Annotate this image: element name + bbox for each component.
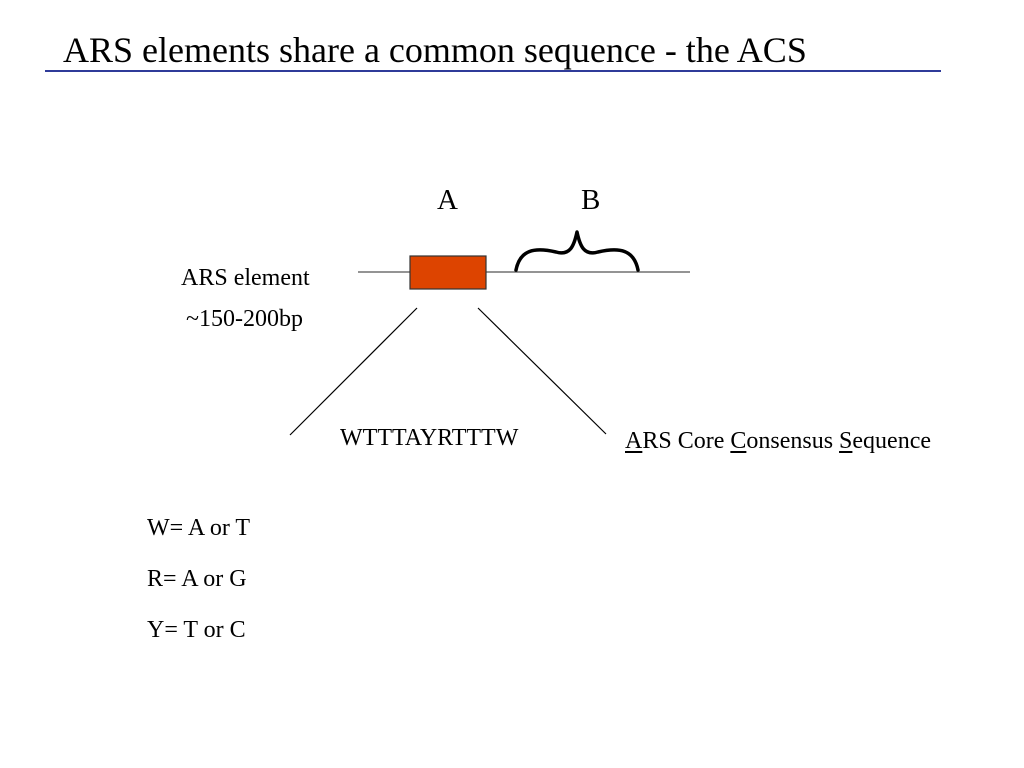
acs-text-equence: equence xyxy=(852,428,932,454)
acs-letter-s: S xyxy=(839,428,853,454)
legend-r: R= A or G xyxy=(147,566,247,592)
ars-element-size: ~150-200bp xyxy=(186,306,303,332)
legend-y: Y= T or C xyxy=(147,617,246,643)
ars-element-label: ARS element xyxy=(181,265,310,291)
title-underline xyxy=(45,70,941,72)
acs-expansion-label: ARS Core Consensus Sequence xyxy=(625,427,931,455)
domain-a-label: A xyxy=(437,184,458,216)
domain-b-label: B xyxy=(581,184,601,216)
expansion-line-left xyxy=(289,307,418,436)
acs-text-rs-core: RS Core xyxy=(642,428,731,454)
legend-w: W= A or T xyxy=(147,515,251,541)
acs-letter-a: A xyxy=(625,428,643,454)
acs-text-onsensus: onsensus xyxy=(746,428,840,454)
consensus-sequence: WTTTAYRTTTW xyxy=(340,425,519,451)
slide-title: ARS elements share a common sequence - t… xyxy=(63,30,807,70)
a-element-box xyxy=(409,255,487,290)
b-element-brace xyxy=(514,230,640,272)
expansion-line-right xyxy=(477,307,607,435)
acs-letter-c: C xyxy=(730,428,747,454)
